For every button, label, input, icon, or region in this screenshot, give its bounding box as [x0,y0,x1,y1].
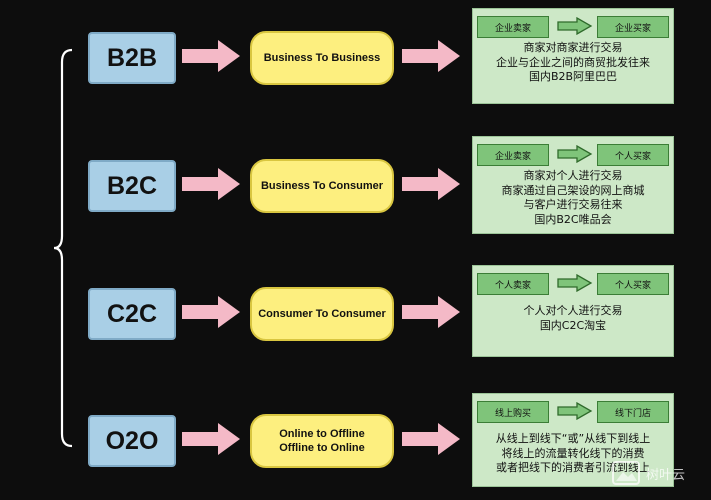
row-b2b: B2B Business To Business 企业卖家 企业买家 商家对商家… [0,5,711,105]
description-card: 企业卖家 个人买家 商家对个人进行交易 商家通过自己架设的网上商城 与客户进行交… [472,136,674,234]
pink-arrow-icon [182,296,240,328]
pink-arrow-icon [402,296,460,328]
description-lines: 个人对个人进行交易 国内C2C淘宝 [473,304,673,333]
row-o2o: O2O Online to Offline Offline to Online … [0,389,711,489]
model-name: Business To Consumer [260,180,384,192]
watermark-logo-icon [612,461,640,485]
buyer-chip: 个人买家 [597,144,669,166]
seller-chip: 企业卖家 [477,16,549,38]
description-lines: 商家对商家进行交易 企业与企业之间的商贸批发往来 国内B2B阿里巴巴 [473,41,673,85]
model-code-box: O2O [88,415,176,467]
description-line: 与客户进行交易往来 [523,198,623,211]
description-line: 国内B2B阿里巴巴 [528,70,618,83]
flow-arrow-icon [557,17,593,35]
description-lines: 从线上到线下“或”从线下到线上 将线上的流量转化线下的消费 或者把线下的消费者引… [473,432,673,476]
model-name: Consumer To Consumer [258,308,386,320]
seller-label: 线上购买 [494,408,531,419]
model-name: Offline to Online [279,442,365,454]
flow-arrow-icon [557,274,593,292]
description-line: 商家对个人进行交易 [523,169,623,182]
pink-arrow-icon [402,40,460,72]
flow-arrow-icon [557,402,593,420]
seller-chip: 企业卖家 [477,144,549,166]
seller-label: 个人卖家 [494,280,531,291]
pink-arrow-icon [182,423,240,455]
model-code: B2B [106,43,157,72]
description-line: 将线上的流量转化线下的消费 [501,446,645,460]
pink-arrow-icon [182,168,240,200]
model-name-pill: Business To Consumer [250,159,394,213]
model-code: O2O [105,426,159,455]
buyer-label: 个人买家 [614,280,651,291]
flow-arrow-icon [557,145,593,163]
watermark: 树叶云 [612,456,706,490]
buyer-chip: 个人买家 [597,273,669,295]
model-name-pill: Consumer To Consumer [250,287,394,341]
grouping-brace [53,48,73,448]
description-line: 国内B2C唯品会 [534,212,612,226]
model-code-box: C2C [88,288,176,340]
buyer-chip: 线下门店 [597,401,669,423]
buyer-chip: 企业买家 [597,16,669,38]
buyer-label: 线下门店 [614,408,651,419]
row-c2c: C2C Consumer To Consumer 个人卖家 个人买家 个人对个人… [0,261,711,361]
model-code: B2C [106,171,157,200]
pink-arrow-icon [402,168,460,200]
seller-chip: 线上购买 [477,401,549,423]
description-line: 企业与企业之间的商贸批发往来 [496,55,650,69]
model-code-box: B2C [88,160,176,212]
description-line: 国内C2C淘宝 [539,318,607,332]
pink-arrow-icon [402,423,460,455]
description-card: 个人卖家 个人买家 个人对个人进行交易 国内C2C淘宝 [472,265,674,357]
description-lines: 商家对个人进行交易 商家通过自己架设的网上商城 与客户进行交易往来 国内B2C唯… [473,169,673,227]
description-line: 商家对商家进行交易 [523,41,623,54]
description-line: 商家通过自己架设的网上商城 [501,183,645,197]
watermark-text: 树叶云 [646,468,686,483]
model-name-pill: Business To Business [250,31,394,85]
model-name: Business To Business [263,52,381,64]
row-b2c: B2C Business To Consumer 企业卖家 个人买家 商家对个人… [0,133,711,234]
model-code: C2C [106,299,157,328]
description-line: 或者把线下的消费者引流到线上 [496,461,650,474]
model-name-pill: Online to Offline Offline to Online [250,414,394,468]
model-name: Online to Offline [279,428,365,440]
seller-label: 企业卖家 [494,23,531,34]
seller-chip: 个人卖家 [477,273,549,295]
description-card: 企业卖家 企业买家 商家对商家进行交易 企业与企业之间的商贸批发往来 国内B2B… [472,8,674,104]
buyer-label: 个人买家 [614,151,651,162]
description-line: 个人对个人进行交易 [523,304,623,317]
pink-arrow-icon [182,40,240,72]
model-code-box: B2B [88,32,176,84]
seller-label: 企业卖家 [494,151,531,162]
description-line: 从线上到线下“或”从线下到线上 [495,432,651,445]
description-card: 线上购买 线下门店 从线上到线下“或”从线下到线上 将线上的流量转化线下的消费 … [472,393,674,487]
buyer-label: 企业买家 [614,23,651,34]
